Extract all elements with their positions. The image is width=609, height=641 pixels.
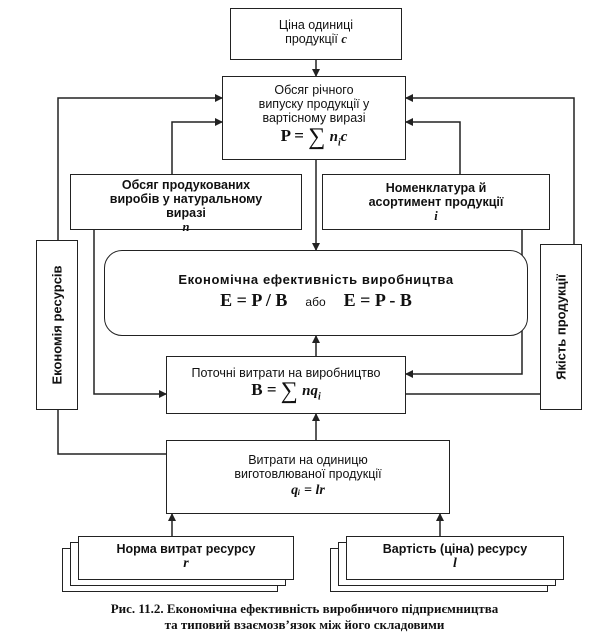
resource-saving-label: Економія ресурсів (49, 265, 65, 385)
unit-costs-formula: qᵢ = lr (291, 483, 325, 498)
resource-price-var: l (453, 556, 457, 571)
annual-output-text: Обсяг річного випуску продукції у вартіс… (258, 83, 370, 125)
efficiency-formula-ratio: E = P / B (220, 290, 288, 310)
natural-volume-box: Обсяг продукованих виробів у натуральном… (70, 174, 302, 234)
nomenclature-box: Номенклатура й асортимент продукції i (322, 174, 550, 230)
annual-output-box: Обсяг річного випуску продукції у вартіс… (222, 76, 406, 160)
annual-output-formula-n: n (329, 129, 338, 145)
product-quality-label: Якість продукції (553, 274, 569, 380)
efficiency-or: або (305, 295, 326, 309)
resource-price-text: Вартість (ціна) ресурсу (382, 542, 528, 556)
figure-caption: Рис. 11.2. Економічна ефективність вироб… (0, 601, 609, 633)
natural-volume-text: Обсяг продукованих виробів у натуральном… (109, 178, 263, 220)
current-costs-text: Поточні витрати на виробництво (191, 366, 381, 380)
unit-price-line1: Ціна одиниці (278, 18, 354, 32)
current-costs-box: Поточні витрати на виробництво B = ∑ nqi (166, 356, 406, 414)
efficiency-box: Економічна ефективність виробництва E = … (104, 250, 528, 336)
unit-price-box: Ціна одиниці продукції c (230, 8, 402, 60)
nomenclature-text: Номенклатура й асортимент продукції (368, 181, 504, 209)
resource-norm-var: r (183, 556, 189, 571)
unit-costs-text: Витрати на одиницю виготовлюваної продук… (234, 453, 382, 481)
caption-line2: та типовий взаємозв’язок між його складо… (164, 617, 445, 632)
annual-output-formula-left: P = (280, 126, 304, 145)
product-quality-box: Якість продукції (540, 244, 582, 410)
efficiency-formulas: E = P / B або E = P - B (105, 290, 527, 310)
efficiency-formula-difference: E = P - B (343, 290, 412, 310)
sum-symbol: ∑ (308, 124, 326, 150)
resource-norm-box: Норма витрат ресурсу r (78, 536, 294, 580)
resource-saving-box: Економія ресурсів (36, 240, 78, 410)
natural-volume-var: n (182, 220, 190, 234)
resource-norm-text: Норма витрат ресурсу (116, 542, 256, 556)
annual-output-formula-sub: i (337, 137, 341, 149)
sum-symbol: ∑ (280, 378, 298, 404)
unit-costs-box: Витрати на одиницю виготовлюваної продук… (166, 440, 450, 514)
caption-line1: Рис. 11.2. Економічна ефективність вироб… (110, 601, 499, 616)
current-costs-formula-sub: i (317, 391, 321, 403)
annual-output-formula: P = ∑ nic (223, 125, 405, 150)
unit-price-var: c (341, 32, 347, 46)
efficiency-title: Економічна ефективність виробництва (178, 272, 454, 287)
current-costs-formula-nq: nq (302, 383, 318, 399)
current-costs-formula: B = ∑ nqi (167, 379, 405, 404)
nomenclature-var: i (434, 209, 438, 223)
unit-price-line2: продукції (285, 32, 342, 46)
resource-price-box: Вартість (ціна) ресурсу l (346, 536, 564, 580)
current-costs-formula-left: B = (251, 380, 277, 399)
annual-output-formula-c: c (340, 129, 348, 145)
